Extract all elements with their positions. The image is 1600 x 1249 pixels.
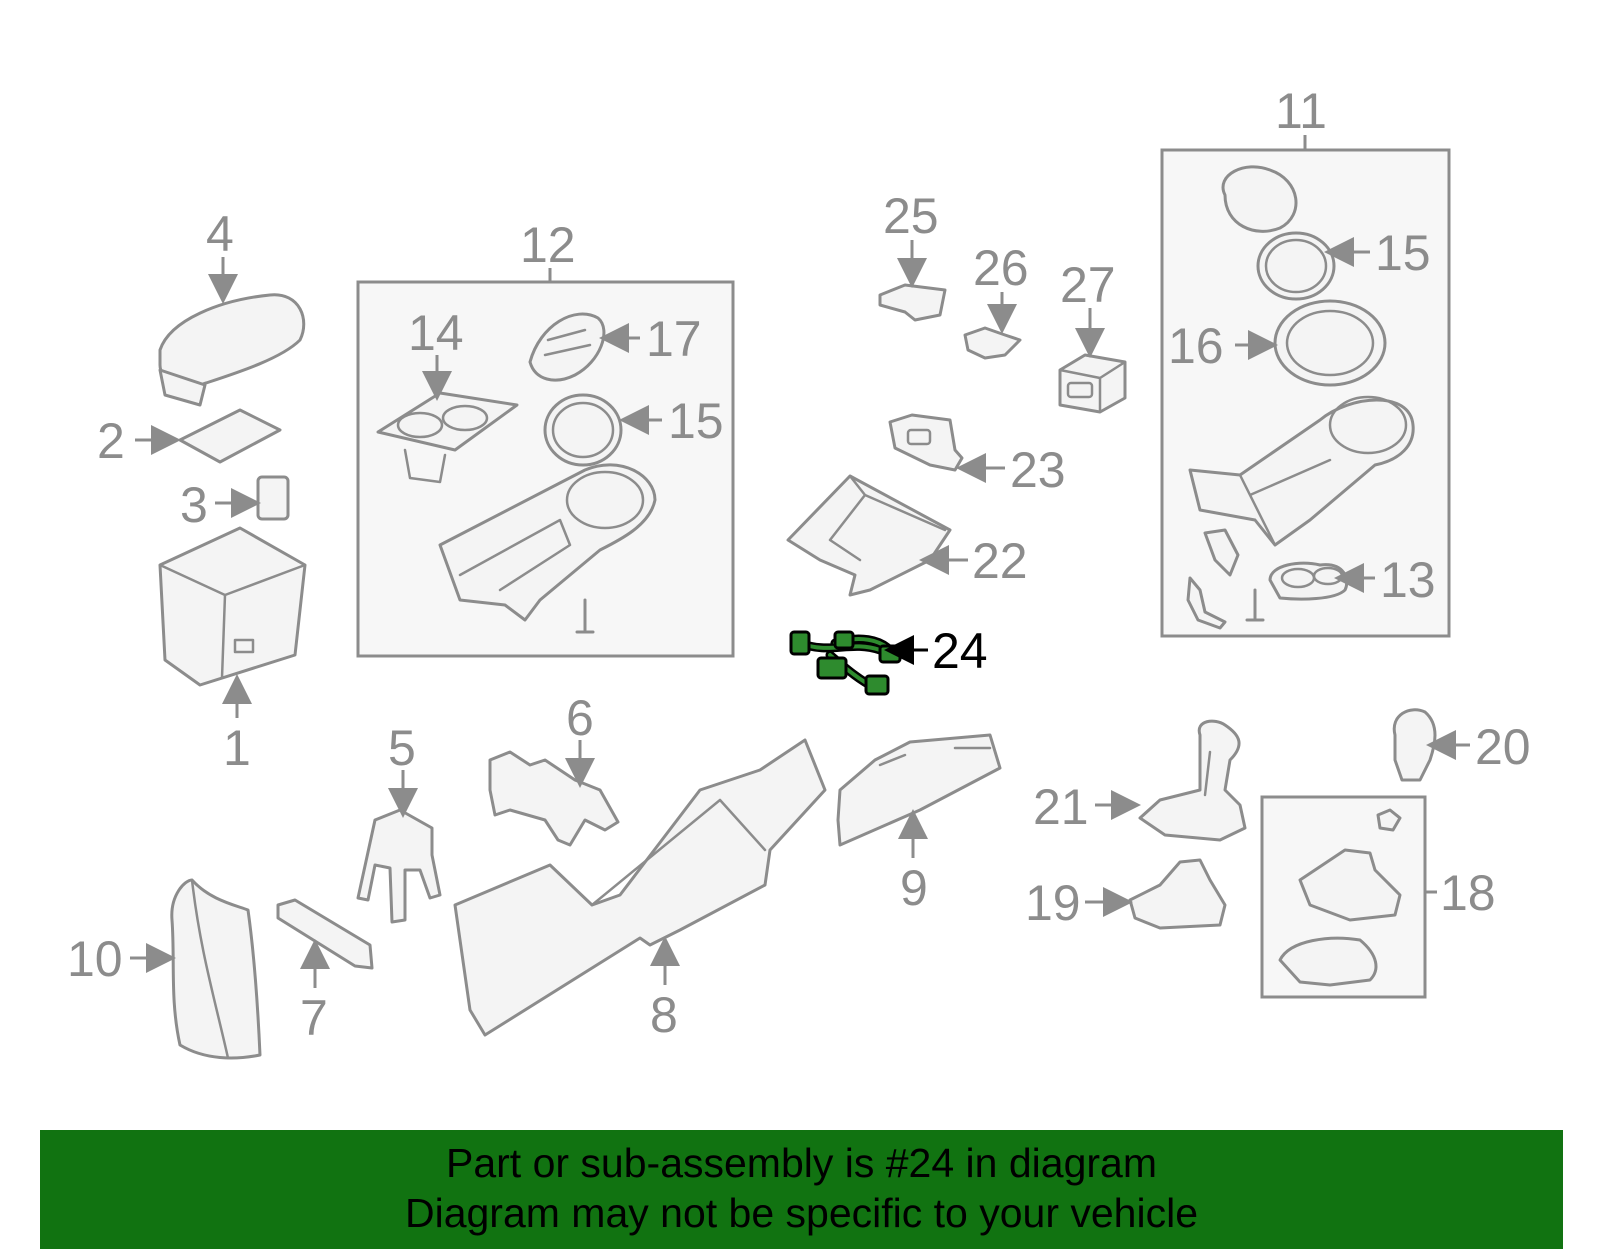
- callout-12: 12: [520, 217, 576, 273]
- callout-8: 8: [650, 987, 678, 1043]
- callout-1: 1: [223, 720, 251, 776]
- callout-22: 22: [972, 533, 1028, 589]
- callout-10: 10: [67, 931, 123, 987]
- callout-5: 5: [388, 720, 416, 776]
- callout-20: 20: [1475, 719, 1531, 775]
- part-24-wire-harness: [789, 630, 902, 696]
- callout-26: 26: [973, 240, 1029, 296]
- part-5-bracket: [356, 808, 442, 924]
- part-18-boot-assembly: [1278, 808, 1402, 987]
- part-11-boot: [1221, 165, 1298, 233]
- part-12-console-panel: [438, 463, 657, 622]
- part-9-side-panel: [836, 733, 1002, 847]
- part-14-cup-holder-insert: [376, 391, 519, 484]
- callout-16: 16: [1168, 318, 1224, 374]
- callout-23: 23: [1010, 442, 1066, 498]
- group-box-11: [1160, 148, 1451, 638]
- part-11-console-panel: [1188, 395, 1415, 547]
- part-1-console-box: [158, 526, 307, 687]
- part-11-bracket: [1186, 576, 1227, 630]
- callout-9: 9: [900, 860, 928, 916]
- part-11-clip: [1203, 528, 1240, 577]
- callout-24: 24: [932, 623, 988, 679]
- callout-21: 21: [1033, 779, 1089, 835]
- part-7-trim-strip: [276, 898, 374, 970]
- callout-19: 19: [1025, 875, 1081, 931]
- info-banner: Part or sub-assembly is #24 in diagram D…: [40, 1130, 1563, 1249]
- part-12-screw: [575, 598, 595, 634]
- part-11-screw: [1245, 588, 1265, 622]
- callout-17: 17: [646, 311, 702, 367]
- part-25-bracket: [878, 283, 947, 322]
- callout-3: 3: [180, 477, 208, 533]
- part-16-trim-ring: [1273, 299, 1387, 387]
- banner-line-2: Diagram may not be specific to your vehi…: [404, 1190, 1198, 1236]
- part-27-socket: [1058, 353, 1127, 414]
- callout-11: 11: [1275, 83, 1327, 139]
- part-6-bracket: [488, 750, 620, 847]
- callout-15b: 15: [1375, 225, 1431, 281]
- part-3-latch: [256, 475, 290, 521]
- part-15-ring-a: [543, 393, 623, 467]
- part-4-armrest-lid: [158, 293, 306, 407]
- part-15-ring-b: [1256, 231, 1336, 301]
- part-8-console-side: [453, 738, 827, 1037]
- part-21-shift-boot: [1138, 719, 1247, 842]
- part-23-switch: [888, 413, 964, 472]
- banner-line-1: Part or sub-assembly is #24 in diagram: [446, 1140, 1157, 1186]
- callout-25: 25: [883, 188, 939, 244]
- part-22-tray: [786, 474, 952, 597]
- callout-14: 14: [408, 305, 464, 361]
- callout-2: 2: [97, 413, 125, 469]
- part-13-cup-holder: [1268, 561, 1349, 601]
- callout-18: 18: [1440, 865, 1496, 921]
- part-26-sensor: [963, 326, 1022, 360]
- part-19-boot-retainer: [1128, 858, 1227, 930]
- callout-27: 27: [1060, 257, 1116, 313]
- callout-7: 7: [300, 990, 328, 1046]
- part-2-pad: [178, 408, 282, 464]
- callout-15a: 15: [668, 393, 724, 449]
- part-20-knob: [1392, 708, 1437, 782]
- callout-4: 4: [206, 206, 234, 262]
- callout-6: 6: [566, 690, 594, 746]
- part-17-cover: [528, 312, 606, 382]
- part-10-side-cover: [170, 878, 262, 1060]
- callout-13: 13: [1380, 552, 1436, 608]
